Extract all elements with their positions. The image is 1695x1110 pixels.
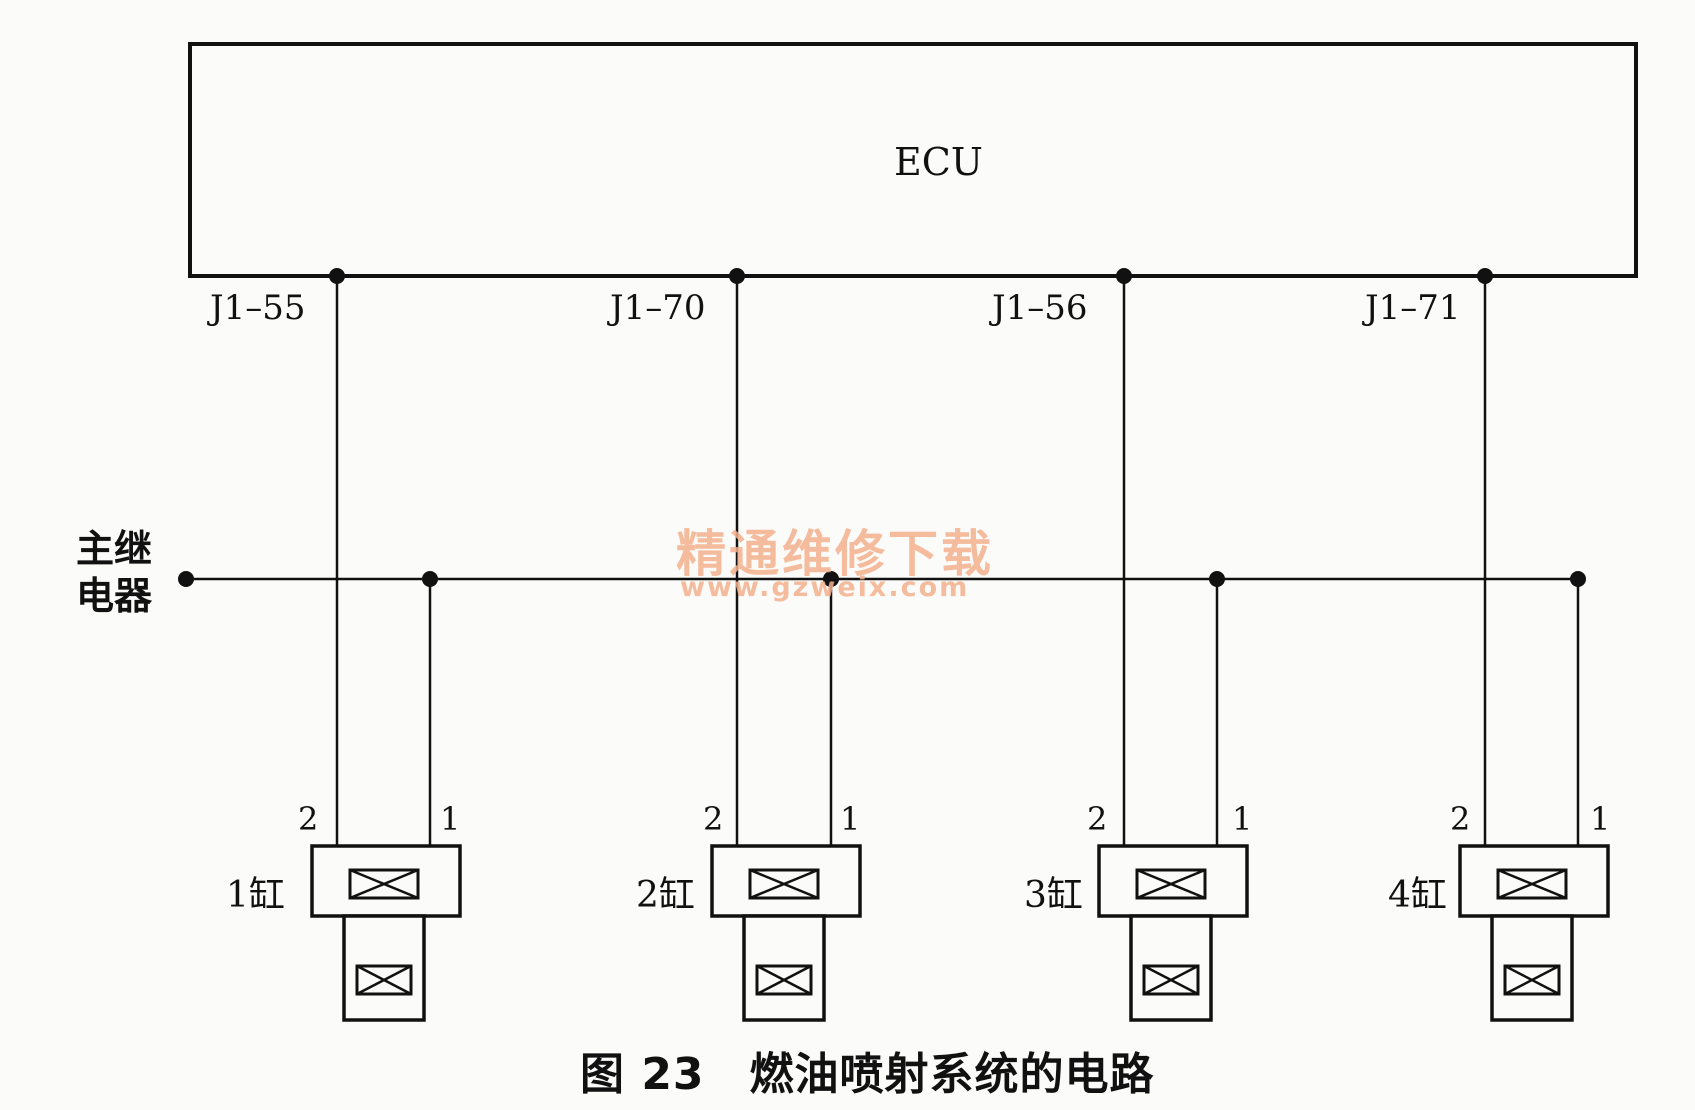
injector-3-terminal-2: 2 (1087, 800, 1108, 838)
injector-3-nozzle-symbol-diag-b (1143, 964, 1199, 996)
injector-4-label: 4缸 (1388, 875, 1447, 916)
injector-3-nozzle-symbol-box (1142, 964, 1200, 996)
injector-4-nozzle-symbol-box (1503, 964, 1561, 996)
injector-2-terminal-1: 1 (840, 800, 861, 838)
injector-1-bus-junction (422, 571, 438, 587)
injector-3-coil-symbol-diag-b (1136, 868, 1206, 900)
main-relay-label-line1: 主继 (76, 527, 153, 571)
injector-3-connector (1097, 844, 1249, 918)
injector-4-coil-symbol-diag-b (1497, 868, 1567, 900)
pin-label-j1-55: J1–55 (210, 288, 306, 328)
injector-2-ecu-pin-node (729, 268, 745, 284)
injector-1-connector (310, 844, 462, 918)
pin-label-j1-56: J1–56 (992, 288, 1088, 328)
injector-2-bus-junction (823, 571, 839, 587)
injector-4-ecu-pin-node (1477, 268, 1493, 284)
injector-1-terminal-2: 2 (298, 800, 319, 838)
injector-4-connector (1458, 844, 1610, 918)
injector-4-terminal-2: 2 (1450, 800, 1471, 838)
injector-1-coil-symbol-box (348, 868, 420, 900)
ecu-box (188, 42, 1638, 278)
figure-caption: 图 23 燃油喷射系统的电路 (580, 1049, 1155, 1100)
injector-3-terminal-1: 1 (1232, 800, 1253, 838)
injector-1-ecu-pin-node (329, 268, 345, 284)
injector-2-coil-symbol-box (748, 868, 820, 900)
injector-1-nozzle-symbol-diag-b (356, 964, 412, 996)
injector-4-terminal-1: 1 (1590, 800, 1611, 838)
injector-1-nozzle-symbol-box (355, 964, 413, 996)
injector-2-coil-symbol-diag-b (749, 868, 819, 900)
injector-1-label: 1缸 (226, 875, 285, 916)
watermark-title: 精通维修下载 (676, 525, 994, 583)
injector-4-coil-symbol-box (1496, 868, 1568, 900)
relay-terminal-node (178, 571, 194, 587)
injector-1-coil-symbol-diag-b (349, 868, 419, 900)
injector-2-nozzle-symbol-box (755, 964, 813, 996)
main-relay-label-line2: 电器 (76, 574, 153, 618)
injector-1-terminal-1: 1 (440, 800, 461, 838)
injector-2-terminal-2: 2 (703, 800, 724, 838)
injector-2-connector (710, 844, 862, 918)
injector-4-nozzle-symbol-diag-b (1504, 964, 1560, 996)
injector-2-label: 2缸 (636, 875, 695, 916)
injector-4-bus-junction (1570, 571, 1586, 587)
pin-label-j1-71: J1–71 (1365, 288, 1461, 328)
injector-3-coil-symbol-box (1135, 868, 1207, 900)
injector-3-ecu-pin-node (1116, 268, 1132, 284)
injector-2-nozzle-symbol-diag-b (756, 964, 812, 996)
injector-3-bus-junction (1209, 571, 1225, 587)
ecu-label: ECU (894, 140, 983, 184)
watermark-url: www.gzweix.com (680, 572, 970, 603)
main-relay-label: 主继 电器 (76, 526, 152, 620)
injector-3-label: 3缸 (1024, 875, 1083, 916)
pin-label-j1-70: J1–70 (610, 288, 706, 328)
